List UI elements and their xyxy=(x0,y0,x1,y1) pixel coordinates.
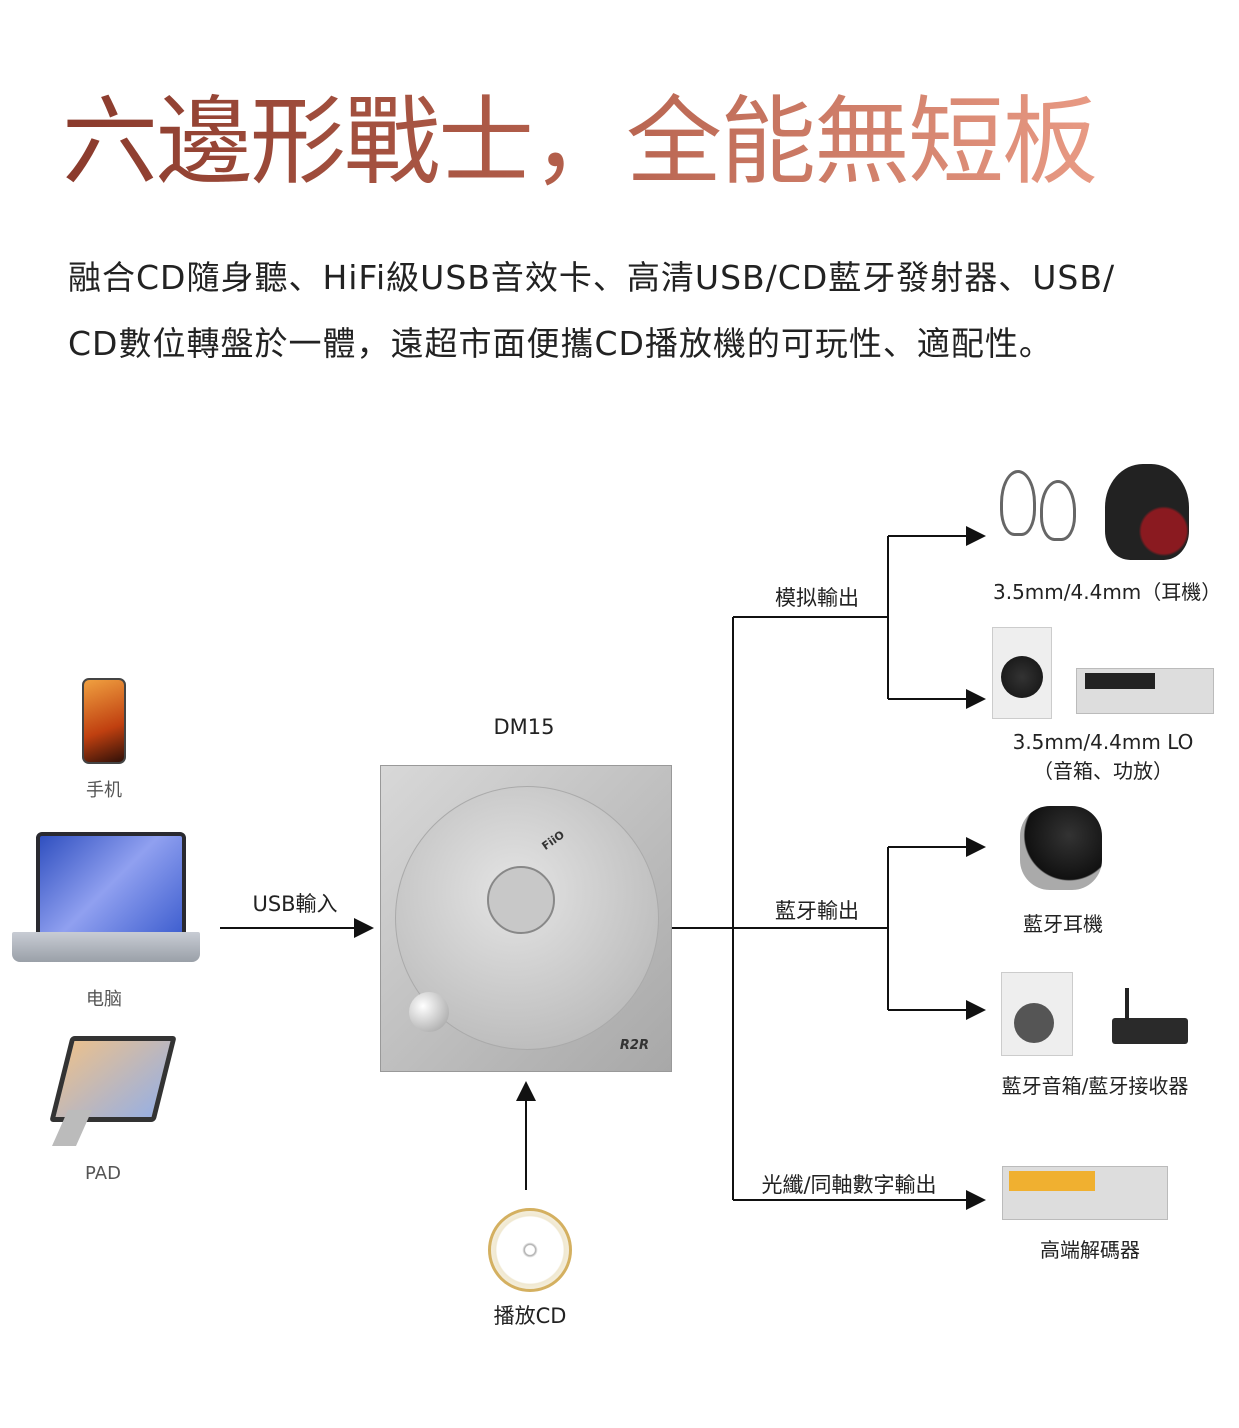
bt-earbuds-label: 藍牙耳機 xyxy=(1023,912,1103,936)
knob xyxy=(409,992,449,1032)
iem-image-2 xyxy=(1040,480,1076,541)
tablet-image xyxy=(49,1036,177,1122)
usb-input-label: USB輸入 xyxy=(252,892,338,916)
device-name: DM15 xyxy=(493,715,555,739)
laptop-label: 电脑 xyxy=(86,989,122,1010)
dac-label: 高端解碼器 xyxy=(1040,1238,1140,1262)
analog-output-label: 模拟輸出 xyxy=(775,586,859,610)
cd-disc-image xyxy=(488,1208,572,1292)
amplifier-image xyxy=(1076,668,1214,714)
speaker-image xyxy=(992,627,1052,719)
phone-label: 手机 xyxy=(86,780,122,801)
dac-image xyxy=(1002,1166,1168,1220)
cd-label: 播放CD xyxy=(493,1304,567,1328)
bt-receiver-antenna xyxy=(1125,988,1129,1020)
r2r-mark: R2R xyxy=(619,1038,649,1053)
laptop-image xyxy=(36,832,186,936)
bt-earbuds-image xyxy=(1020,806,1102,890)
lineout-label: 3.5mm/4.4mm LO xyxy=(1012,730,1194,754)
digital-output-label: 光纖/同軸數字輸出 xyxy=(761,1173,937,1197)
bt-speaker-image xyxy=(1001,972,1073,1056)
laptop-base xyxy=(12,932,200,962)
lineout-note: （音箱、功放） xyxy=(1033,759,1173,783)
tablet-label: PAD xyxy=(85,1163,121,1184)
phone-image xyxy=(82,678,126,764)
subtitle-line-2: CD數位轉盤於一體，遠超市面便攜CD播放機的可玩性、適配性。 xyxy=(68,324,1053,363)
bt-receiver-image xyxy=(1112,1018,1188,1044)
headphones-image xyxy=(1105,464,1189,560)
bluetooth-output-label: 藍牙輸出 xyxy=(775,899,859,923)
page-title: 六邊形戰士，全能無短板 xyxy=(62,82,1098,202)
spindle xyxy=(487,866,555,934)
headphones-label: 3.5mm/4.4mm（耳機） xyxy=(993,580,1222,604)
subtitle-line-1: 融合CD隨身聽、HiFi級USB音效卡、高清USB/CD藍牙發射器、USB/ xyxy=(68,258,1116,297)
iem-image xyxy=(1000,470,1036,536)
dm15-player: FiiO R2R xyxy=(380,765,672,1072)
bt-speaker-label: 藍牙音箱/藍牙接收器 xyxy=(1001,1074,1189,1098)
